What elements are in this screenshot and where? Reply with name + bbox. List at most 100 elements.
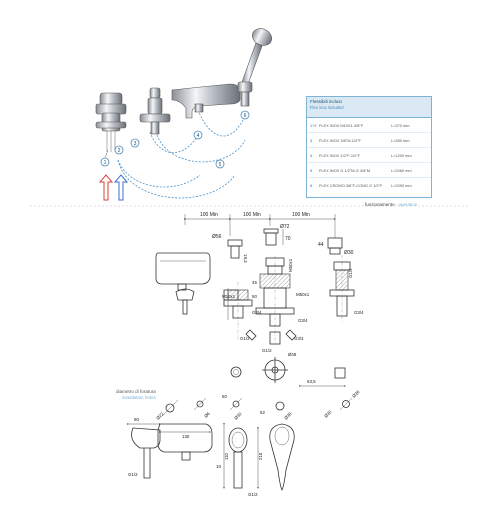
row-num: 1+2 [310, 122, 317, 128]
installation-holes-caption: diametro di foratura installation holes [116, 389, 156, 401]
operation-label-sep: - [395, 202, 399, 207]
dim-hole-30a: Ø30 [233, 411, 243, 421]
dim-hole-38: Ø38 [283, 411, 293, 421]
dim-holder-height: 44 [318, 242, 324, 248]
table-row: 3 FLEX INOX 3/8"M-1/2"F L=350 mm [307, 133, 431, 148]
dim-hole-22: Ø22 [155, 411, 165, 421]
row-length: L=2090 mm [391, 182, 412, 188]
table-row: 1+2 FLEX INOX M10X1-3/8"F L=370 mm [307, 118, 431, 133]
holder-section: G1/2 G3/4 [329, 255, 364, 322]
dim-holder-g12: G1/2 [348, 268, 353, 278]
callout-1-label: 1 [104, 160, 107, 166]
dim-valve-45: 45 [252, 280, 257, 285]
mixer-handle-front [155, 252, 211, 291]
install-caption-en: installation holes [121, 395, 156, 400]
dim-valve-thread-1: M50x1 [288, 258, 293, 272]
dim-spacing-3: 100 Min [292, 212, 310, 218]
holder-profile: 53,5 [299, 367, 346, 387]
callout-6: 6 [240, 110, 250, 120]
dim-spout-width: 130 [182, 434, 190, 439]
flex-table-title: Flessibili inclusi [310, 99, 342, 104]
dim-fit-g12-a: G1/2 [240, 336, 250, 341]
dim-shower-g12: G1/2 [248, 492, 258, 497]
dim-fit-g12-b: G1/2 [262, 348, 272, 353]
callout-1: 1 [100, 149, 110, 167]
dim-hole-6: Ø6 [203, 411, 211, 419]
flex-hoses-table: Flessibili inclusi Flex inox included 1+… [306, 96, 432, 198]
diverter-handle-top: Ø72 70 [263, 224, 291, 246]
dim-plan-dia: Ø48 [288, 352, 297, 357]
flex-table-subtitle: Flex inox included [310, 105, 344, 110]
technical-drawing: 100 Min 100 Min 100 Min Ø72 70 Ø56 19,3 … [127, 212, 364, 497]
row-num: 6 [310, 182, 313, 188]
hot-supply-arrow [98, 174, 114, 201]
dim-spout-10: 10 [216, 464, 221, 469]
dim-hole-60: 60 [222, 394, 227, 399]
dim-mixer-thread: M10x1 [222, 294, 236, 299]
dim-holder-g34: G3/4 [354, 310, 364, 315]
shower-holder-top: 44 Ø30 [318, 237, 354, 256]
dim-valve-thread-2: M50x1 [296, 292, 310, 297]
diverter [139, 87, 171, 135]
small-fitting [175, 288, 195, 315]
mixer-plan: Ø48 [230, 352, 297, 383]
spout-plate-top: Ø56 19,3 [212, 234, 248, 263]
dim-spout-g12: G1/2 [128, 472, 138, 477]
spout-front: 130 10 [157, 423, 221, 469]
row-num: 4 [310, 152, 313, 158]
dim-diverter-dia: Ø72 [280, 224, 290, 230]
row-num: 3 [310, 137, 313, 143]
callout-3: 3 [130, 138, 140, 148]
callout-2-label: 2 [118, 148, 121, 154]
table-row: 4 FLEX INOX 1/2"F-1/2"F L=1200 mm [307, 148, 431, 163]
dim-spacing-1: 100 Min [200, 212, 218, 218]
install-caption-it: diametro di foratura [116, 389, 156, 394]
spout-side: 90 G1/2 [127, 417, 161, 479]
row-length: L=1200 mm [391, 152, 412, 158]
spout [171, 83, 241, 119]
dim-hole-52: 52 [260, 410, 265, 415]
dim-diverter-height: 70 [285, 236, 291, 242]
dim-mixer-outlet: G3/4 [252, 310, 262, 315]
dim-spout-base-dia: Ø56 [212, 234, 222, 240]
product-illustration: 1 2 3 4 5 6 [95, 28, 272, 201]
dim-fit-g34: G3/4 [294, 336, 304, 341]
row-length: L=2060 mm [391, 167, 412, 173]
callout-5-label: 5 [219, 162, 222, 168]
row-length: L=350 mm [391, 137, 410, 143]
callout-4: 4 [193, 130, 203, 140]
row-desc: FLEX INOX G 1/2"M-G 3/8"M [319, 167, 370, 173]
dim-spout-reach: 90 [134, 417, 139, 422]
dim-holder-offset: 53,5 [307, 379, 316, 384]
operation-label-en: operation [398, 202, 418, 207]
operation-label-it: funzionamento [365, 202, 395, 207]
hand-shower [237, 28, 272, 107]
hand-shower-drawing: 110 210 G1/2 [223, 423, 295, 497]
row-desc: FLEX CROMO 3/8"F-CONO G 1/2"F [319, 182, 383, 188]
table-row: 6 FLEX CROMO 3/8"F-CONO G 1/2"F L=2090 m… [307, 178, 431, 192]
callout-5: 5 [215, 159, 225, 169]
flex-table-header: Flessibili inclusi Flex inox included [307, 97, 431, 118]
operation-label: funzionamento - operation [365, 202, 417, 207]
dim-holder-dia: Ø30 [344, 250, 354, 256]
dim-shower-110: 110 [224, 452, 229, 460]
table-row: 5 FLEX INOX G 1/2"M-G 3/8"M L=2060 mm [307, 163, 431, 178]
valve-section: M50x1 M50x1 45 50 G3/4 [252, 256, 310, 345]
dim-valve-50: 50 [252, 294, 257, 299]
dim-spout-height: 19,3 [243, 254, 248, 263]
row-length: L=370 mm [391, 122, 410, 128]
installation-holes: Ø22 Ø6 Ø30 52 Ø38 Ø30 60 Ø36 [155, 389, 361, 421]
callout-4-label: 4 [197, 133, 200, 139]
row-desc: FLEX INOX 3/8"M-1/2"F [319, 137, 361, 143]
dim-hole-30b: Ø30 [323, 409, 333, 419]
dim-shower-210: 210 [258, 452, 263, 460]
dim-spacing-2: 100 Min [243, 212, 261, 218]
callout-2: 2 [114, 145, 124, 155]
callout-6-label: 6 [244, 113, 247, 119]
row-desc: FLEX INOX M10X1-3/8"F [319, 122, 364, 128]
row-desc: FLEX INOX 1/2"F-1/2"F [319, 152, 361, 158]
callout-3-label: 3 [134, 141, 137, 147]
left-fitting [223, 288, 239, 320]
